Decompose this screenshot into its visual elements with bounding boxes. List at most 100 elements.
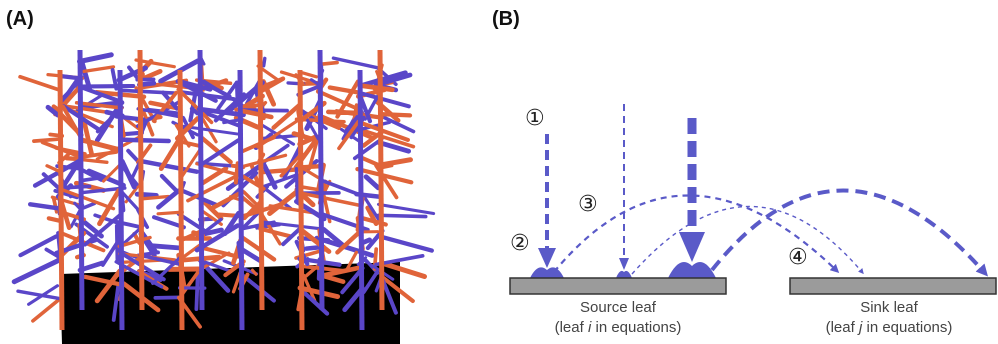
canopy-leaf [240, 220, 276, 231]
canopy-leaf [102, 163, 122, 183]
canopy-leaf [297, 285, 341, 300]
canopy-leaf [100, 235, 123, 267]
canopy-leaf [141, 194, 170, 201]
sink-leaf-bar [789, 277, 997, 295]
canopy-leaf [186, 174, 239, 203]
canopy-leaf [18, 234, 59, 258]
canopy-leaf [376, 213, 428, 219]
canopy-leaf [318, 60, 339, 67]
sink-leaf-name: Sink leaf [860, 299, 918, 316]
svg-text:④: ④ [788, 245, 808, 270]
canopy-leaf [18, 74, 62, 92]
canopy-leaf [11, 257, 62, 285]
marker-4: ④ [788, 245, 808, 270]
canopy-leaf [318, 178, 360, 196]
canopy-leaf [178, 187, 219, 208]
plant-stem [77, 49, 85, 311]
impact-splash-2 [616, 270, 632, 278]
canopy-leaf [28, 202, 65, 212]
canopy-leaf [194, 270, 200, 312]
canopy-leaf [81, 138, 121, 152]
canopy-leaf [376, 202, 436, 216]
plant-stem [137, 49, 145, 311]
canopy-leaf [138, 253, 181, 266]
canopy-leaf [301, 71, 319, 79]
canopy-leaf [337, 119, 361, 151]
plant-stem [177, 69, 185, 331]
canopy-leaf [111, 284, 120, 322]
canopy-leaf [119, 162, 139, 187]
canopy-leaf [156, 210, 184, 216]
canopy-leaf [335, 79, 360, 119]
canopy-leaf [281, 225, 304, 247]
canopy-leaf [82, 65, 116, 74]
impact-splash-3 [668, 262, 716, 278]
canopy-leaf [110, 68, 119, 91]
canopy-leaf [16, 289, 62, 301]
canopy-leaf [121, 137, 171, 144]
canopy-leaf [318, 90, 360, 111]
canopy-leaf [94, 268, 123, 304]
light-scattering-diagram: ① ② ③ ④ [509, 104, 997, 295]
canopy-leaf [225, 80, 265, 115]
canopy-leaf [378, 111, 413, 118]
canopy-leaf [375, 139, 412, 154]
plant-stem [257, 49, 265, 311]
source-leaf-caption: Source leaf (leaf i in equations) [508, 298, 728, 338]
canopy-leaf [32, 137, 60, 143]
marker-2: ② [510, 231, 530, 256]
incident-ray-medium-head [538, 248, 556, 268]
source-leaf-equation-note: (leaf i in equations) [554, 319, 682, 336]
canopy-leaf [360, 91, 411, 109]
panel-a-label: (A) [6, 8, 34, 30]
canopy-leaf [242, 190, 263, 211]
incident-ray-thick-head [679, 232, 705, 262]
canopy-leaf [176, 87, 214, 125]
canopy-leaf [267, 187, 303, 216]
canopy-leaf [240, 235, 277, 262]
canopy-leaf [201, 246, 240, 259]
canopy-leaf [237, 108, 274, 120]
canopy-stems [57, 49, 385, 331]
canopy-leaf [317, 113, 374, 140]
canopy-leaf [258, 226, 293, 239]
canopy-leaf [241, 108, 289, 113]
canopy-leaf [58, 187, 116, 211]
plant-stem [377, 49, 385, 311]
canopy-leaf [75, 83, 136, 89]
canopy-leaf [361, 257, 395, 281]
scatter-arc-3 [710, 188, 988, 277]
canopy-leaf [27, 284, 60, 306]
canopy-leaf [307, 138, 319, 170]
canopy-leaf [136, 107, 185, 119]
canopy-leaf [156, 188, 181, 210]
plant-stem [237, 69, 245, 331]
canopy-illustration [11, 49, 436, 344]
canopy-ground [60, 262, 400, 344]
canopy-leaf [358, 127, 416, 149]
canopy-leaf [357, 120, 410, 142]
canopy-leaf [363, 174, 381, 191]
scatter-arc-2 [631, 205, 864, 275]
canopy-leaf [82, 201, 97, 210]
canopy-leaf [335, 229, 363, 255]
canopy-leaf [120, 88, 176, 95]
canopy-leaf [261, 162, 278, 190]
svg-text:③: ③ [578, 192, 598, 217]
canopy-leaf [79, 85, 119, 102]
canopy-leaf [359, 83, 395, 93]
canopy-leaf [240, 153, 288, 169]
canopy-leaf [151, 254, 184, 286]
canopy-leaf [271, 101, 303, 130]
canopy-leaf [309, 78, 320, 86]
canopy-leaf [45, 164, 62, 174]
canopy-leaf [196, 106, 246, 118]
canopy-leaf [41, 172, 61, 190]
panel-b-label: (B) [492, 8, 520, 30]
canopy-leaf [298, 227, 332, 254]
plant-stem [317, 49, 325, 311]
canopy-leaf [320, 273, 346, 284]
svg-text:①: ① [525, 106, 545, 131]
source-leaf-name: Source leaf [580, 299, 656, 316]
canopy-leaf [381, 115, 416, 134]
